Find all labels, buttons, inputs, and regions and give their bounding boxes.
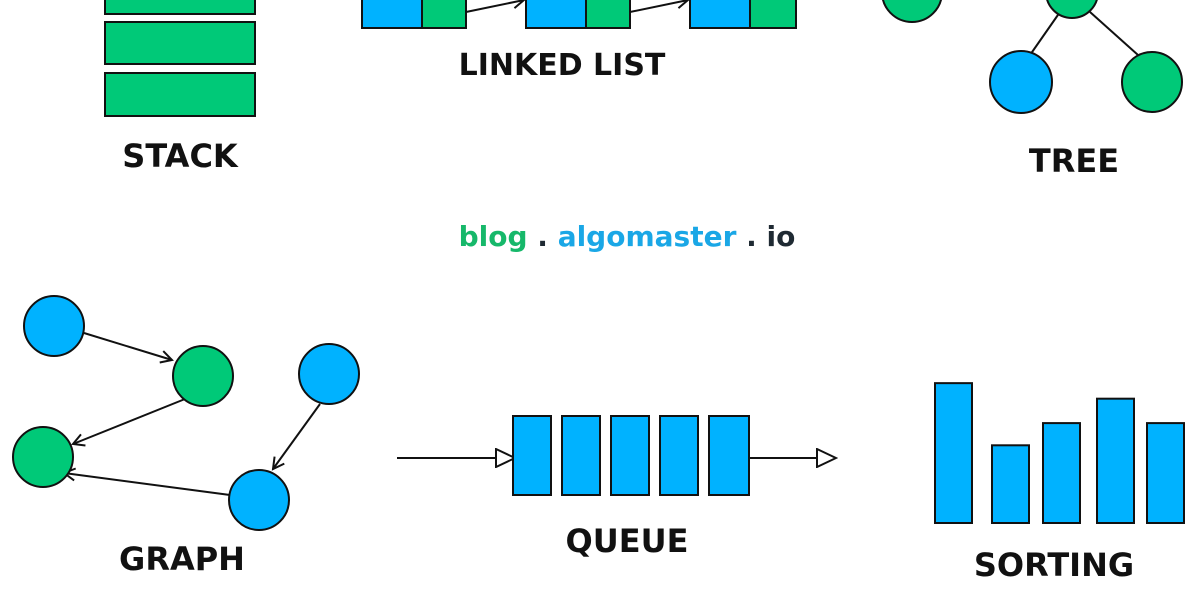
watermark-dot-1: . <box>537 220 548 253</box>
tree-node-top-left <box>882 0 942 23</box>
linked-list-node-2-data <box>525 0 587 29</box>
sorting-label: SORTING <box>974 546 1134 584</box>
sorting-diagram <box>934 382 1185 525</box>
linked-list-node-1-data <box>361 0 423 29</box>
watermark-io: io <box>767 220 796 253</box>
linked-list-node-3-data <box>689 0 751 29</box>
sorting-bar-1 <box>934 382 973 525</box>
graph-node-middle <box>172 345 234 407</box>
stack-label: STACK <box>122 137 239 175</box>
queue-cell-4 <box>659 415 699 496</box>
queue-cell-2 <box>561 415 601 496</box>
queue-label: QUEUE <box>566 522 689 560</box>
tree-label: TREE <box>1029 142 1119 180</box>
graph-node-lower-left <box>12 426 74 488</box>
graph-edge-top-left-to-middle <box>83 332 172 360</box>
linked-list-diagram: LINKED LIST <box>361 0 797 83</box>
queue-cell-3 <box>610 415 650 496</box>
tree-node-left-child <box>989 50 1053 114</box>
watermark-dot-2: . <box>746 220 757 253</box>
tree-node-root <box>1046 0 1098 19</box>
graph-edge-middle-to-lower-left <box>73 398 186 444</box>
linked-list-node-2-pointer <box>585 0 631 29</box>
graph-node-top-right <box>298 343 360 405</box>
tree-edge-left <box>1029 11 1061 56</box>
graph-node-bottom-right <box>228 469 290 531</box>
stack-block-2 <box>104 21 256 65</box>
stack-block-1 <box>104 0 256 15</box>
tree-edge-right <box>1089 11 1139 56</box>
stack-block-3 <box>104 72 256 117</box>
graph-edge-bottom-right-to-lower-left <box>64 473 231 496</box>
watermark-blog: blog <box>459 220 528 253</box>
graph-node-top-left <box>23 295 85 357</box>
queue-cell-5 <box>708 415 750 496</box>
linked-list-node-3-pointer <box>749 0 797 29</box>
tree-diagram: TREE <box>882 0 1183 180</box>
stack-diagram: STACK <box>104 0 256 175</box>
queue-diagram: QUEUE <box>397 415 836 560</box>
linked-list-arrow-2 <box>629 0 688 13</box>
linked-list-node-1-pointer <box>421 0 467 29</box>
graph-diagram: GRAPH <box>12 295 360 578</box>
queue-cell-1 <box>512 415 552 496</box>
tree-node-right-child <box>1121 51 1183 113</box>
sorting-bar-3 <box>1042 422 1081 525</box>
linked-list-label: LINKED LIST <box>459 48 666 83</box>
watermark: blog . algomaster . io <box>459 220 796 253</box>
graph-edge-top-right-to-bottom-right <box>273 403 321 469</box>
sorting-bar-4 <box>1096 397 1135 524</box>
sorting-bar-5 <box>1146 422 1185 525</box>
graph-label: GRAPH <box>119 540 245 578</box>
watermark-algomaster: algomaster <box>558 220 737 253</box>
sorting-bar-2 <box>991 444 1030 524</box>
linked-list-arrow-1 <box>465 0 524 13</box>
